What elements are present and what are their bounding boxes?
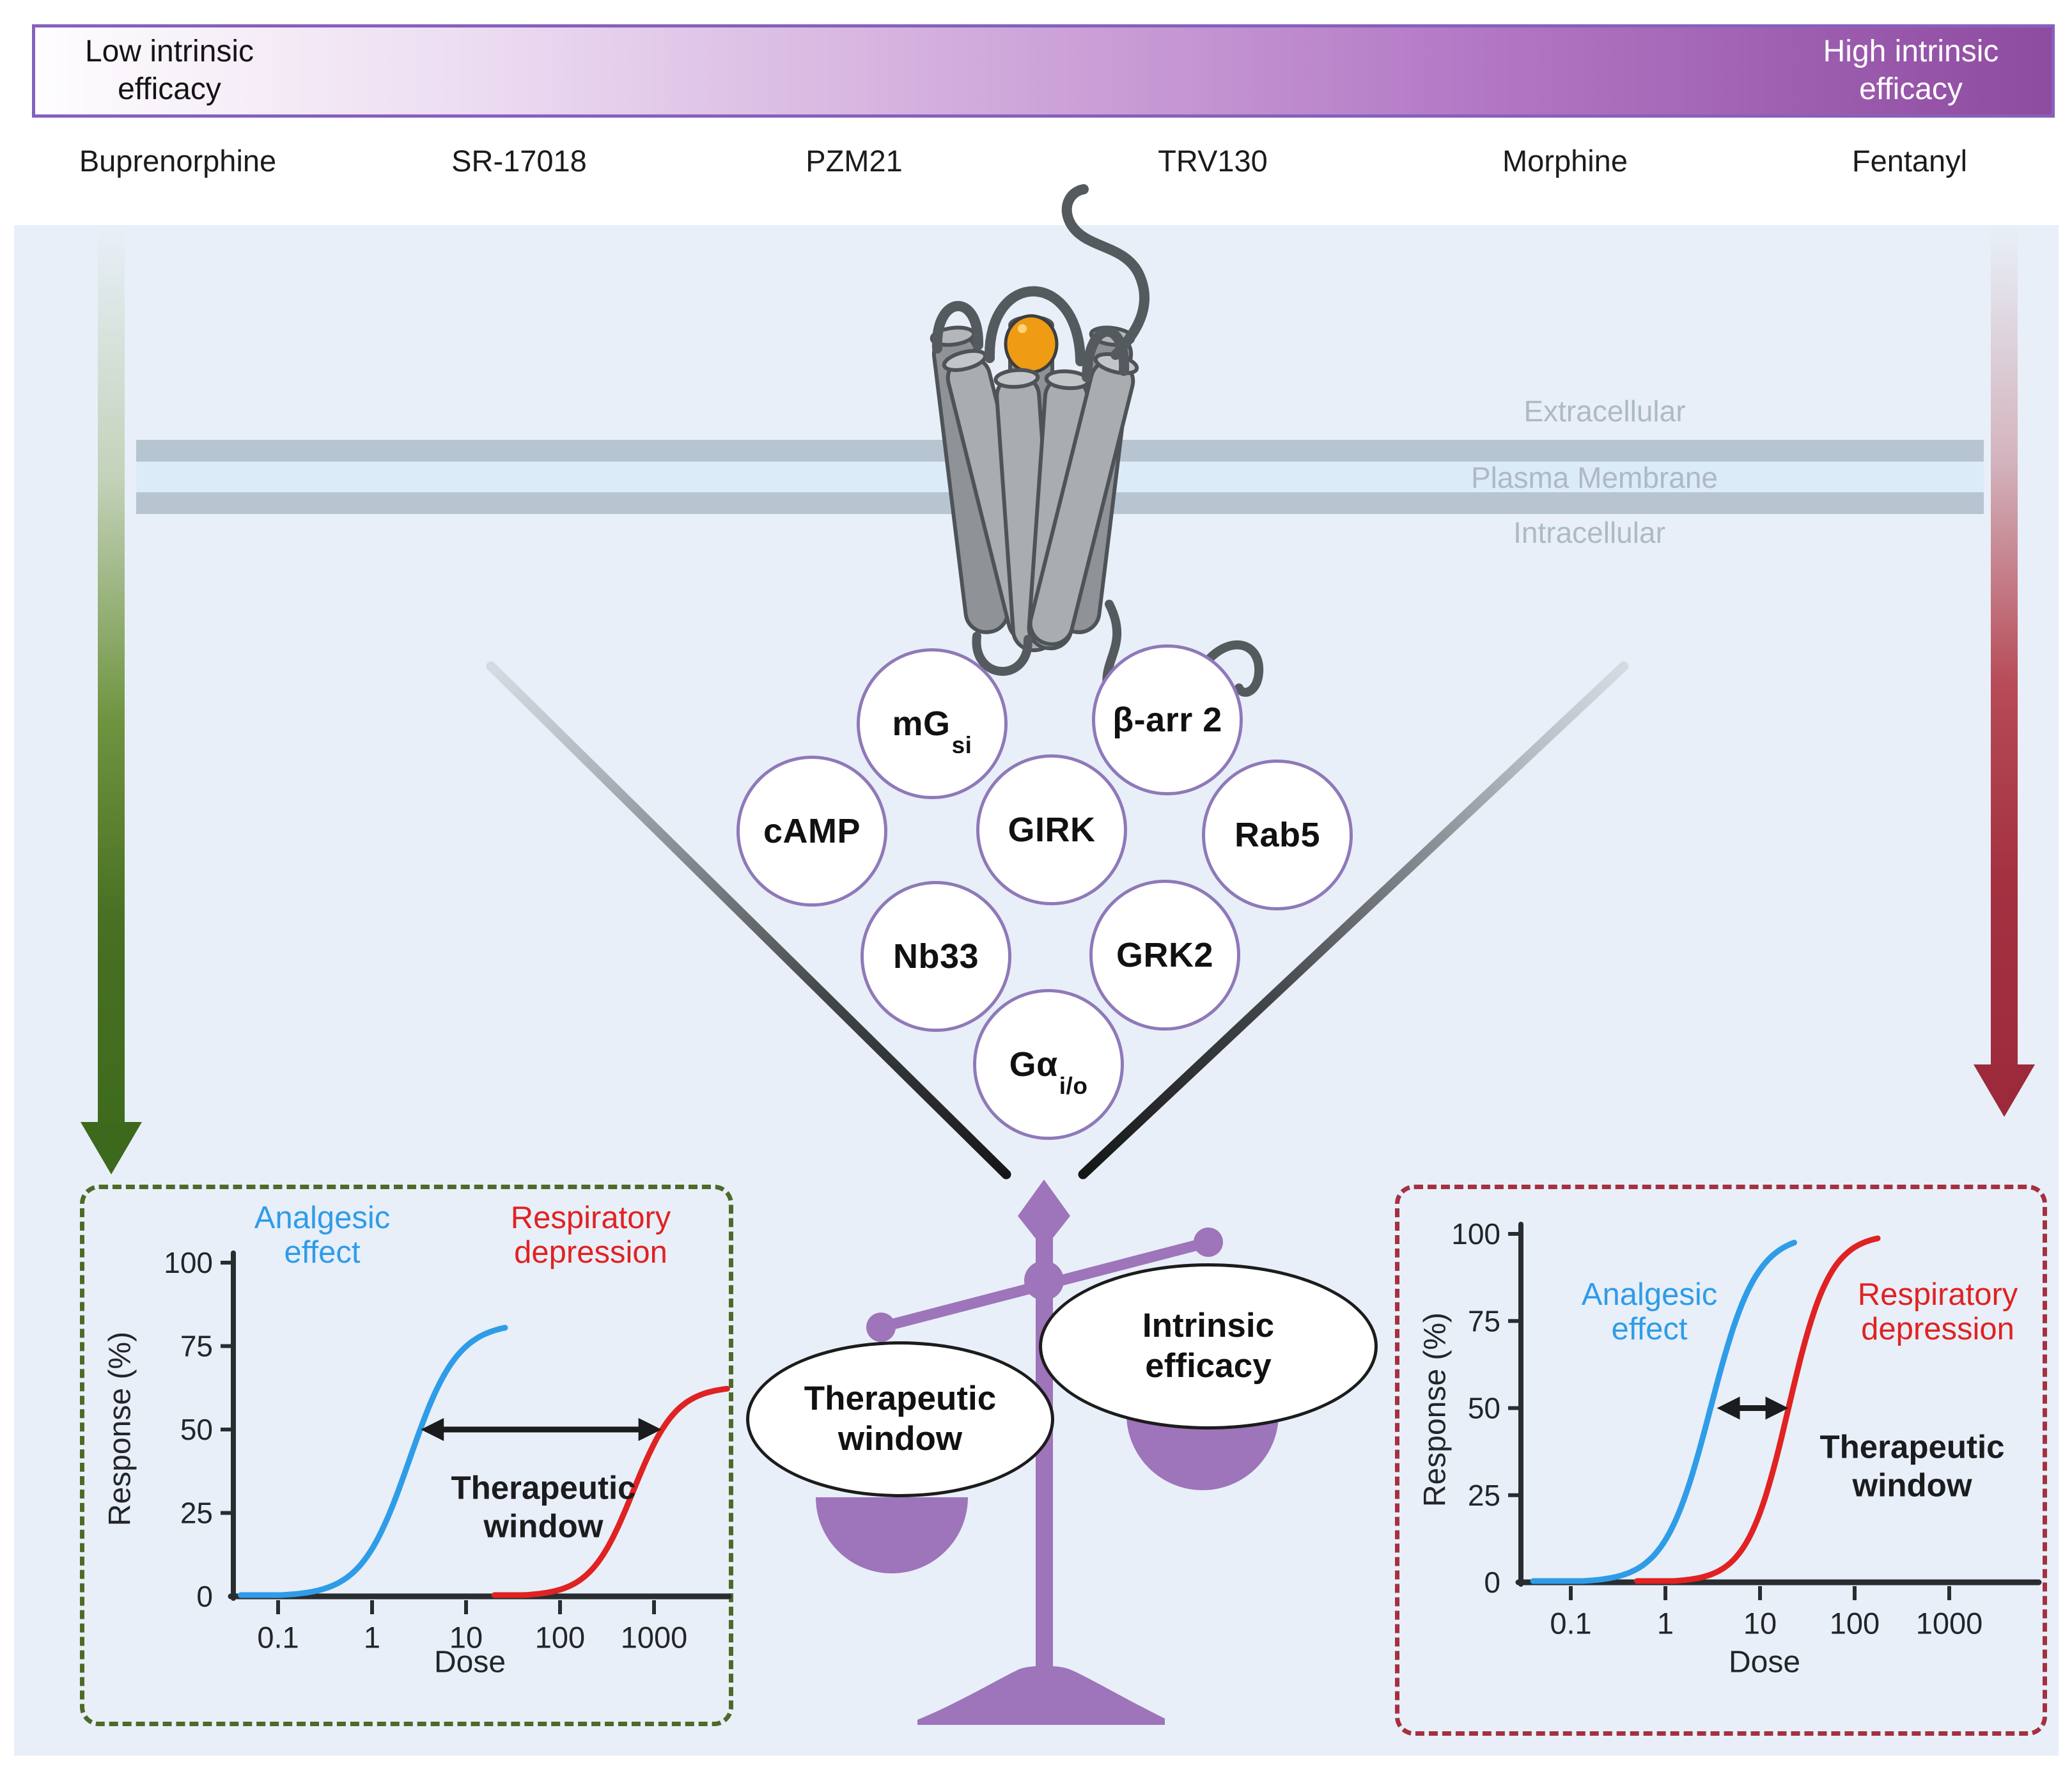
left-pan [816,1497,968,1573]
y-tick-label: 75 [1468,1304,1500,1337]
drug-pzm21: PZM21 [806,144,903,178]
high-efficacy-arrowhead-icon [1974,1064,2035,1117]
x-tick-label: 1 [1657,1607,1674,1640]
drug-buprenorphine: Buprenorphine [79,144,277,178]
series-label: depression [1861,1312,2014,1346]
intracellular-label: Intracellular [1513,516,1665,549]
intrinsic-efficacy-oval: Intrinsic efficacy [1039,1263,1378,1430]
orange-ligand-ball [1004,314,1059,374]
x-tick-label: 1000 [621,1621,688,1655]
series-label: Respiratory [511,1201,671,1235]
y-tick-label: 75 [180,1330,213,1363]
therapeutic-window-label: window [483,1508,604,1545]
therapeutic-window-label: Therapeutic [451,1470,635,1506]
plasma-membrane-label: Plasma Membrane [1470,461,1718,494]
extracellular-label: Extracellular [1523,394,1686,428]
low-efficacy-arrow [98,227,125,1122]
dose-response-curve [238,1325,508,1598]
x-tick-label: 1 [364,1621,380,1655]
y-tick-label: 100 [1451,1217,1500,1251]
gpcr-receptor-icon [930,184,1264,697]
signaling-circle: GIRK [976,754,1127,905]
balance-scale-icon [816,1180,1279,1725]
x-tick-label: 10 [449,1621,483,1655]
high-intrinsic-efficacy-label: High intrinsic efficacy [1823,35,1999,106]
x-tick-label: 0.1 [1550,1607,1591,1640]
drug-morphine: Morphine [1502,144,1628,178]
low-intrinsic-efficacy-label: Low intrinsic efficacy [84,35,254,106]
y-tick-label: 25 [180,1497,213,1530]
therapeutic-window-label: Therapeutic [1819,1429,2004,1465]
low-efficacy-arrowhead-icon [81,1122,142,1174]
dose-response-curve [491,1385,730,1598]
signaling-circle: β-arr 2 [1092,644,1243,795]
beta-arrestin-squiggle [1205,640,1264,697]
dose-response-curve [1530,1240,1797,1584]
funnel-lines [486,661,1629,1180]
x-axis-label: Dose [434,1646,506,1679]
y-tick-label: 50 [180,1413,213,1446]
y-axis-label: Response (%) [104,1332,137,1526]
series-label: depression [514,1235,667,1270]
y-tick-label: 0 [1484,1566,1500,1599]
scale-base [917,1665,1165,1725]
y-axis-label: Response (%) [1419,1313,1453,1507]
x-axis-label: Dose [1729,1646,1800,1679]
drug-trv130: TRV130 [1158,144,1268,178]
x-tick-label: 100 [1830,1607,1880,1640]
therapeutic-window-oval: Therapeutic window [746,1341,1054,1497]
signaling-circle: cAMP [736,756,887,907]
series-label: effect [1612,1312,1688,1346]
efficacy-gradient-bar: Low intrinsic efficacy High intrinsic ef… [32,24,2055,118]
drug-fentanyl: Fentanyl [1851,144,1968,178]
signaling-circle: Rab5 [1202,760,1353,910]
y-tick-label: 0 [196,1580,213,1613]
series-label: Respiratory [1858,1277,2018,1312]
y-tick-label: 25 [1468,1479,1500,1512]
y-tick-label: 100 [164,1246,213,1279]
x-tick-label: 100 [535,1621,585,1655]
dose-response-curve [1633,1235,1881,1584]
n-terminus-tail [1061,184,1150,360]
therapeutic-window-label: window [1852,1467,1972,1504]
x-tick-label: 1000 [1916,1607,1983,1640]
drug-sr17018: SR-17018 [451,144,587,178]
x-tick-label: 0.1 [257,1621,299,1655]
series-label: Analgesic [254,1201,390,1235]
x-tick-label: 10 [1743,1607,1777,1640]
right-pan [1126,1414,1279,1490]
signaling-circle: Nb33 [861,881,1011,1032]
y-tick-label: 50 [1468,1392,1500,1425]
signaling-circle: GRK2 [1089,880,1240,1031]
series-label: effect [284,1235,361,1270]
high-efficacy-arrow [1991,227,2018,1064]
series-label: Analgesic [1582,1277,1717,1312]
